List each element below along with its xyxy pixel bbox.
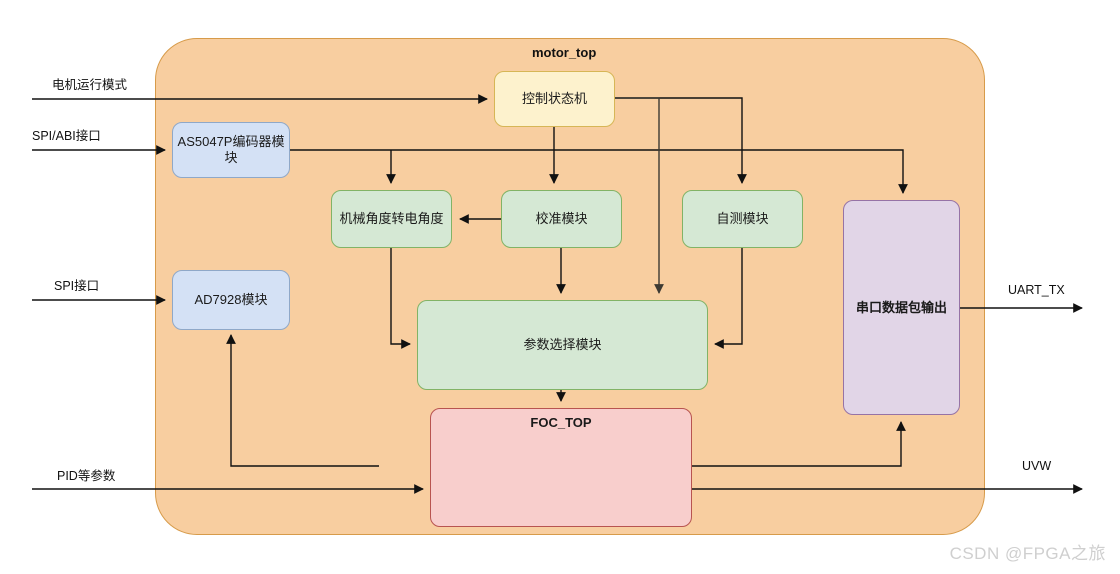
node-label: AD7928模块 (194, 292, 268, 308)
output-label-uart-tx: UART_TX (1008, 283, 1065, 297)
input-label-spi: SPI接口 (54, 279, 100, 293)
input-label-spi-abi: SPI/ABI接口 (32, 129, 101, 143)
container-title-motor-top: motor_top (532, 45, 597, 60)
output-label-uvw: UVW (1022, 459, 1052, 473)
node-label: 自测模块 (716, 211, 769, 227)
node-control-state-machine[interactable]: 控制状态机 (494, 71, 615, 127)
node-label: 校准模块 (535, 211, 588, 227)
node-label: 控制状态机 (521, 91, 587, 107)
node-calibration-module[interactable]: 校准模块 (501, 190, 622, 248)
node-self-test-module[interactable]: 自测模块 (682, 190, 803, 248)
node-label: AS5047P编码器模块 (177, 134, 285, 165)
input-label-pid-params: PID等参数 (57, 469, 116, 483)
node-label: 机械角度转电角度 (339, 211, 444, 227)
watermark: CSDN @FPGA之旅 (949, 544, 1106, 563)
node-parameter-selection-module[interactable]: 参数选择模块 (417, 300, 708, 390)
node-uart-packet-output[interactable]: 串口数据包输出 (843, 200, 960, 415)
node-ad7928[interactable]: AD7928模块 (172, 270, 290, 330)
node-mechanical-to-electrical-angle[interactable]: 机械角度转电角度 (331, 190, 452, 248)
node-foc-top[interactable]: FOC_TOP (430, 408, 692, 527)
input-label-motor-run-mode: 电机运行模式 (52, 78, 128, 92)
node-label: 串口数据包输出 (855, 299, 947, 315)
node-label: FOC_TOP (530, 415, 592, 430)
node-as5047p-encoder[interactable]: AS5047P编码器模块 (172, 122, 290, 178)
node-label: 参数选择模块 (523, 337, 602, 353)
